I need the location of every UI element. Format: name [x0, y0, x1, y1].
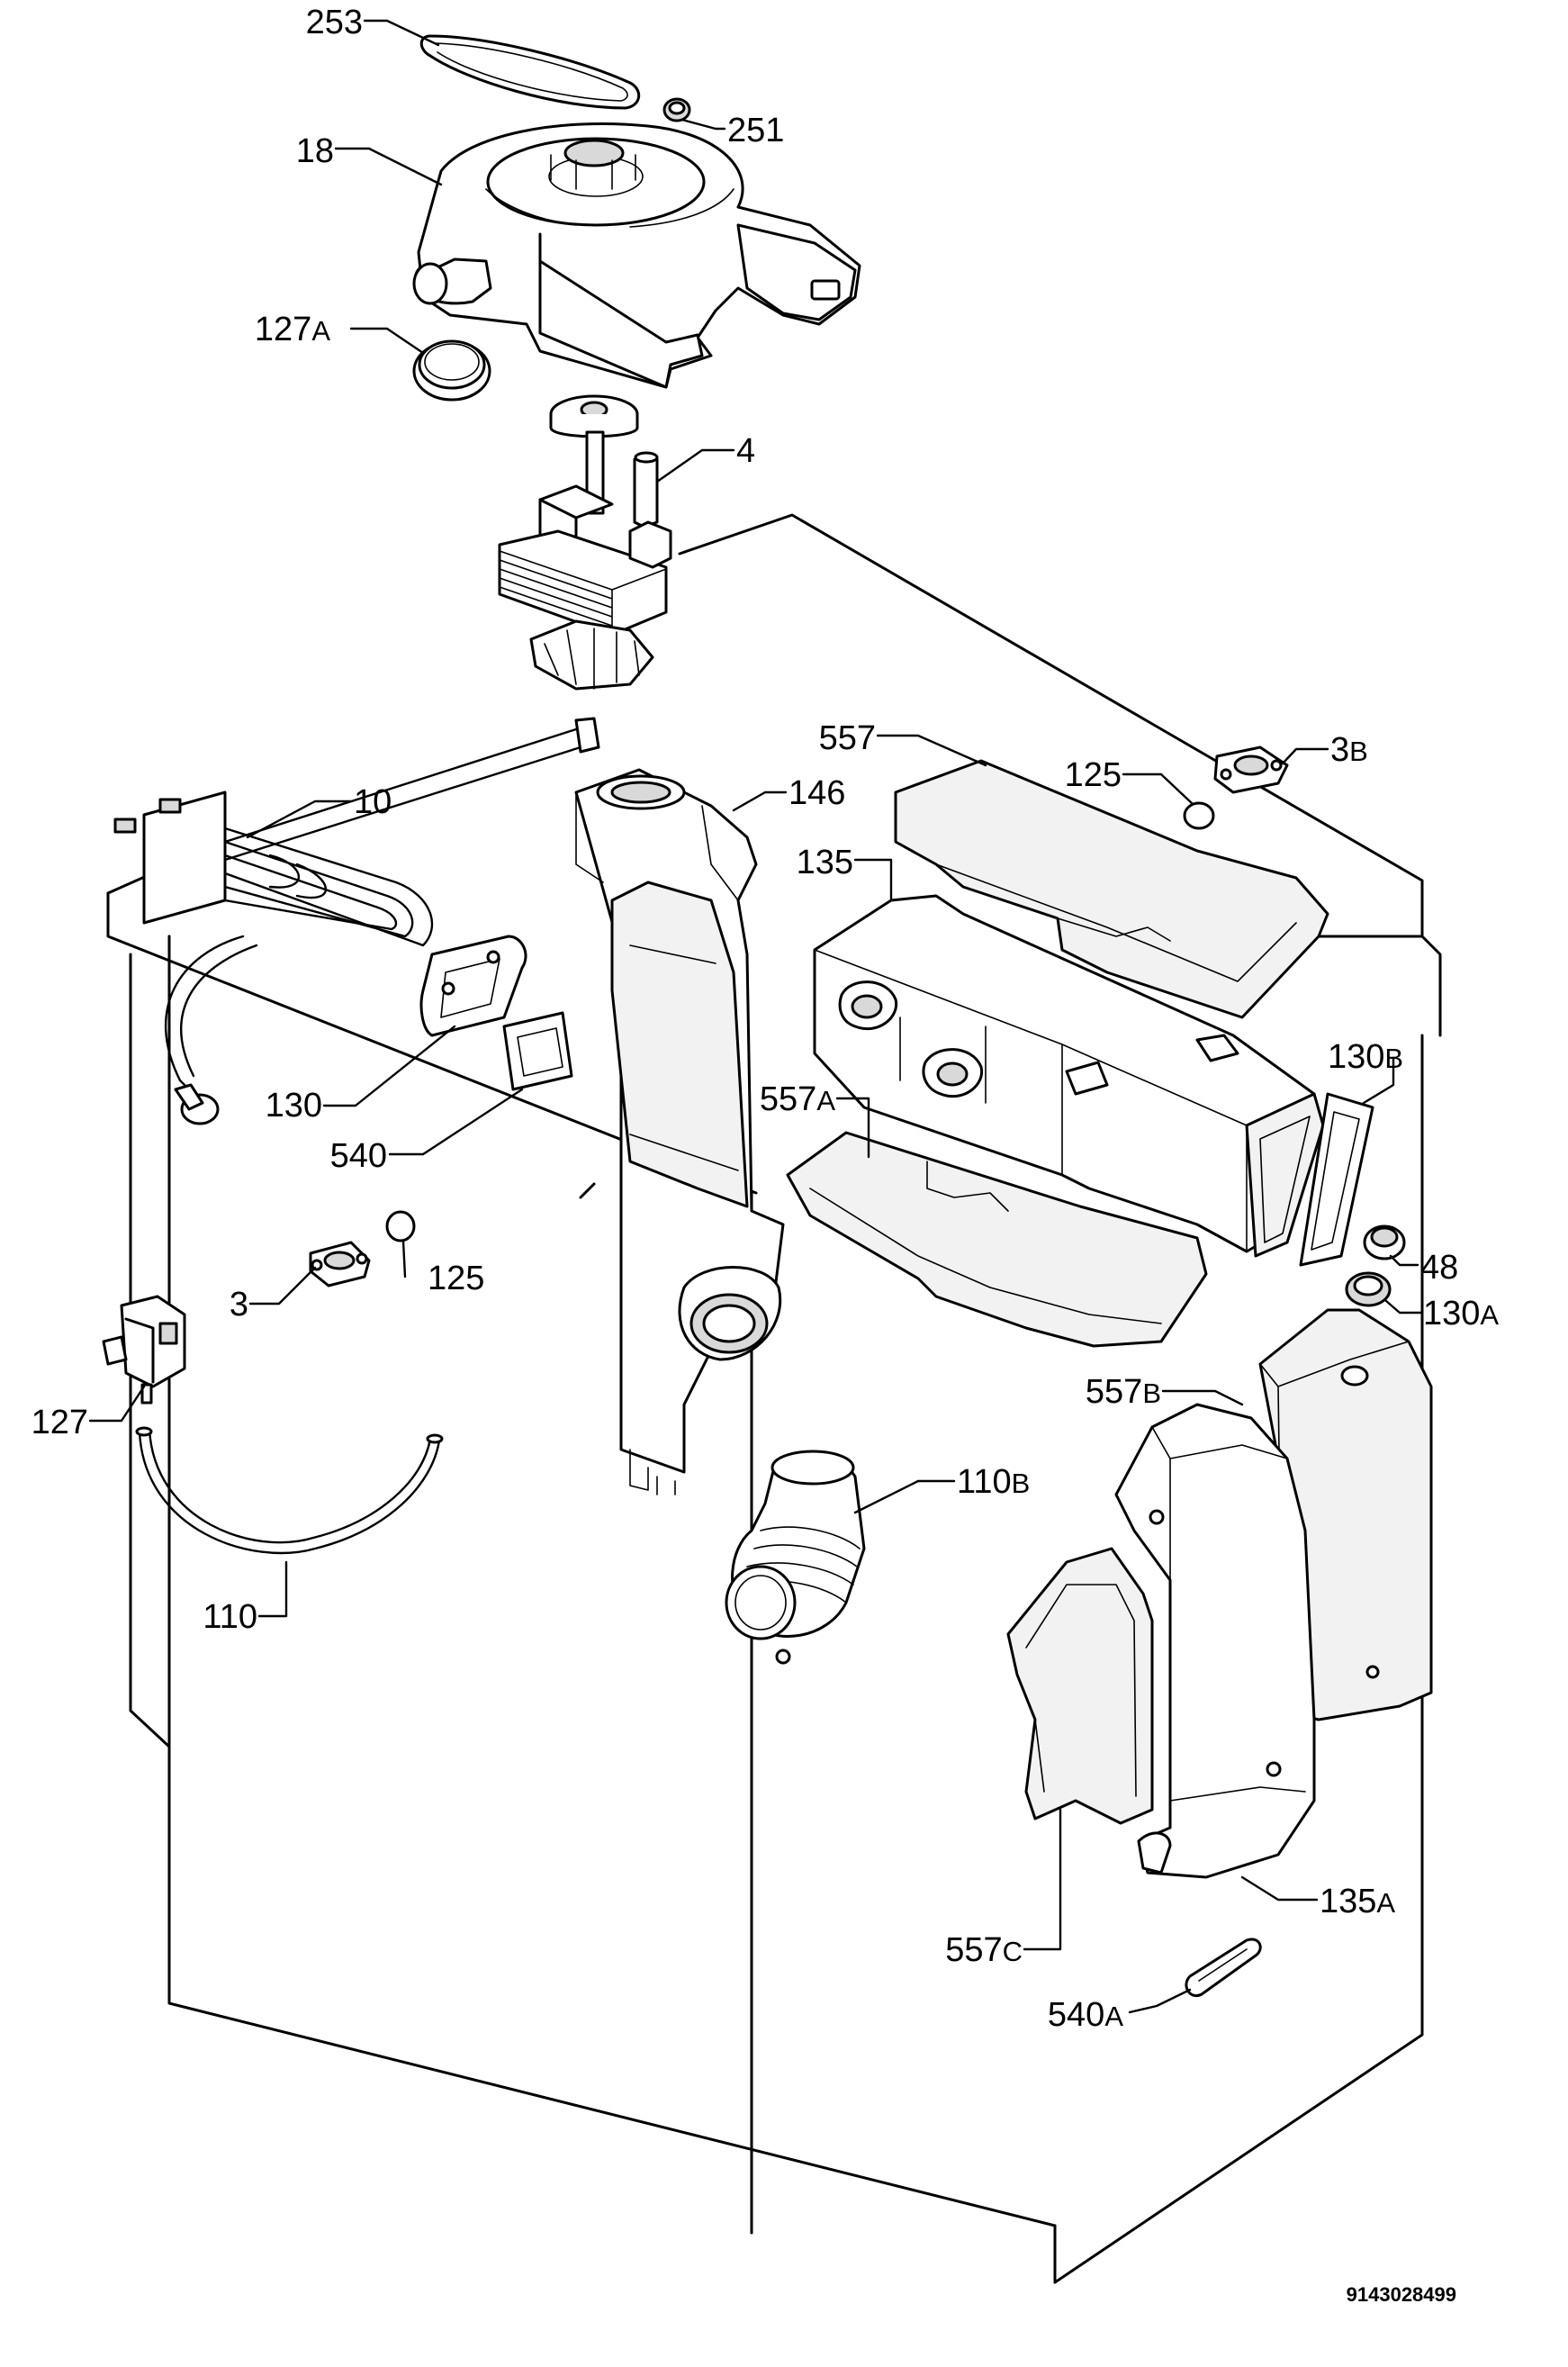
callout-suffix: A — [1376, 1887, 1395, 1919]
callout-number: 130 — [1423, 1295, 1480, 1333]
callout-number: 110 — [203, 1598, 257, 1636]
part-125-o-ring-bottom — [385, 1210, 416, 1242]
callout-number: 127 — [32, 1404, 88, 1441]
part-127-connector — [102, 1295, 186, 1405]
callout-130A: 130A — [1423, 1295, 1499, 1333]
callout-540A: 540A — [1048, 1996, 1123, 2034]
callout-number: 557 — [1086, 1373, 1142, 1411]
callout-number: 125 — [1065, 756, 1122, 794]
part-557C-side-cover — [1006, 1547, 1154, 1825]
callout-number: 251 — [727, 112, 784, 149]
callout-540: 540 — [330, 1137, 387, 1175]
callout-127: 127 — [32, 1404, 88, 1441]
callout-18: 18 — [296, 132, 334, 170]
callout-253: 253 — [306, 4, 363, 41]
callout-number: 48 — [1420, 1249, 1458, 1287]
callout-10: 10 — [354, 783, 392, 821]
callout-557A: 557A — [760, 1080, 835, 1118]
callout-number: 253 — [306, 4, 363, 41]
part-540-seal — [502, 1011, 573, 1091]
callout-number: 135 — [1320, 1883, 1376, 1920]
callout-557: 557 — [819, 719, 876, 757]
callout-3: 3 — [230, 1286, 248, 1324]
callout-number: 18 — [296, 132, 334, 170]
callout-48: 48 — [1420, 1249, 1458, 1287]
callout-suffix: A — [1104, 2001, 1123, 2032]
part-48-plug — [1363, 1224, 1406, 1260]
callout-suffix: A — [816, 1085, 835, 1116]
callout-number: 557 — [819, 719, 876, 757]
part-251-bushing — [662, 97, 691, 122]
drawing-code: 9143028499 — [1347, 2283, 1456, 2306]
callout-suffix: A — [311, 315, 330, 347]
callout-number: 130 — [266, 1087, 322, 1125]
callout-4: 4 — [736, 432, 755, 470]
callout-110B: 110B — [957, 1463, 1030, 1501]
callout-number: 135 — [797, 844, 853, 881]
callout-135: 135 — [797, 844, 853, 881]
callout-125t: 125 — [1065, 756, 1122, 794]
callout-number: 540 — [330, 1137, 387, 1175]
callout-suffix: B — [1142, 1378, 1161, 1409]
part-557-duct-cover — [894, 759, 1329, 1019]
part-135A-duct-housing — [1114, 1403, 1316, 1879]
callout-135A: 135A — [1320, 1883, 1395, 1920]
part-3B-thermostat — [1213, 745, 1289, 794]
callout-130: 130 — [266, 1087, 322, 1125]
callout-suffix: C — [1003, 1936, 1023, 1967]
part-540A-seal — [1185, 1938, 1262, 1998]
callout-number: 10 — [354, 783, 392, 821]
part-135-condenser-housing — [813, 894, 1325, 1258]
part-110-hose — [135, 1426, 444, 1555]
part-146-air-duct — [574, 768, 785, 1495]
callout-number: 125 — [428, 1260, 484, 1297]
callout-suffix: A — [1480, 1299, 1499, 1331]
callout-557B: 557B — [1086, 1373, 1161, 1411]
part-557A-duct-cover — [786, 1131, 1208, 1348]
part-3-thermostat — [309, 1241, 371, 1287]
callout-suffix: B — [1349, 736, 1368, 767]
part-253-drive-belt — [419, 34, 640, 110]
callout-suffix: B — [1384, 1043, 1403, 1074]
callout-number: 3 — [1330, 731, 1349, 769]
callout-number: 3 — [230, 1286, 248, 1324]
callout-557C: 557C — [945, 1931, 1023, 1969]
callout-number: 146 — [789, 774, 845, 812]
part-130B-gasket — [1299, 1092, 1374, 1267]
callout-number: 110 — [957, 1463, 1012, 1501]
part-130-gasket — [419, 935, 527, 1037]
leader-lines — [88, 19, 1422, 2014]
part-18-fan-housing — [412, 122, 861, 389]
callout-number: 130 — [1328, 1038, 1384, 1076]
part-4-motor — [498, 394, 672, 691]
part-125-o-ring-top — [1183, 801, 1215, 830]
callout-number: 540 — [1048, 1996, 1104, 2034]
callout-127A: 127A — [255, 311, 330, 348]
part-10-heating-element — [113, 717, 600, 1125]
callout-number: 127 — [255, 311, 311, 348]
part-130A-seal — [1345, 1271, 1392, 1307]
part-110B-bellows-hose — [725, 1450, 866, 1665]
callout-number: 557 — [945, 1931, 1002, 1969]
callout-130B: 130B — [1328, 1038, 1403, 1076]
callout-suffix: B — [1012, 1468, 1031, 1499]
callout-251: 251 — [727, 112, 784, 149]
callout-number: 4 — [736, 432, 755, 470]
callout-110: 110 — [203, 1598, 257, 1636]
part-127A-duct-ring — [412, 339, 491, 402]
callout-number: 557 — [760, 1080, 816, 1118]
callout-146: 146 — [789, 774, 845, 812]
callout-3B: 3B — [1330, 731, 1368, 769]
callout-125b: 125 — [428, 1260, 484, 1297]
